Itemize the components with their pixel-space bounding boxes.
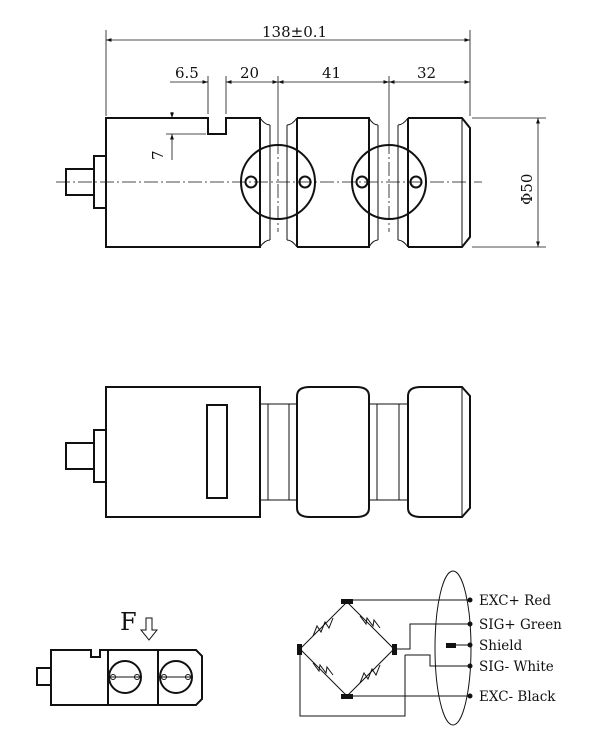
dim-diameter: Φ50: [518, 174, 536, 205]
wiring-diagram: EXC+ Red SIG+ Green Shield SIG- White EX…: [297, 570, 562, 726]
dim-segment-c: 32: [417, 64, 436, 82]
side-label-window: [206, 404, 228, 499]
side-body-right: [407, 386, 471, 518]
force-label: F: [120, 608, 137, 636]
wire-label-sig-plus: SIG+ Green: [479, 617, 562, 633]
dim-segment-a: 20: [240, 64, 259, 82]
wire-label-exc-minus: EXC- Black: [479, 689, 556, 705]
top-view: 138±0.1 6.5 20 41 32 7 Φ50: [56, 23, 546, 248]
dim-slot-width: 6.5: [175, 64, 199, 82]
body-middle-segment: [297, 117, 370, 248]
wire-label-shield: Shield: [479, 638, 523, 654]
wheatstone-bridge: [297, 599, 397, 699]
side-view: [65, 386, 471, 518]
small-body: [50, 649, 109, 706]
side-body-left: [105, 386, 261, 518]
neck-1: [259, 117, 298, 248]
body-left-segment: [105, 117, 261, 248]
dim-segment-b: 41: [322, 64, 341, 82]
wire-label-exc-plus: EXC+ Red: [479, 593, 551, 609]
body-right-segment: [408, 117, 471, 248]
side-body-middle: [296, 386, 370, 518]
loading-view: F: [36, 608, 203, 706]
wire-label-sig-minus: SIG- White: [479, 659, 554, 675]
dim-slot-depth: 7: [149, 150, 167, 160]
neck-2: [368, 117, 409, 248]
force-arrow-icon: [139, 617, 159, 641]
cable-bundle: [434, 570, 472, 726]
dim-overall-length: 138±0.1: [262, 23, 327, 41]
